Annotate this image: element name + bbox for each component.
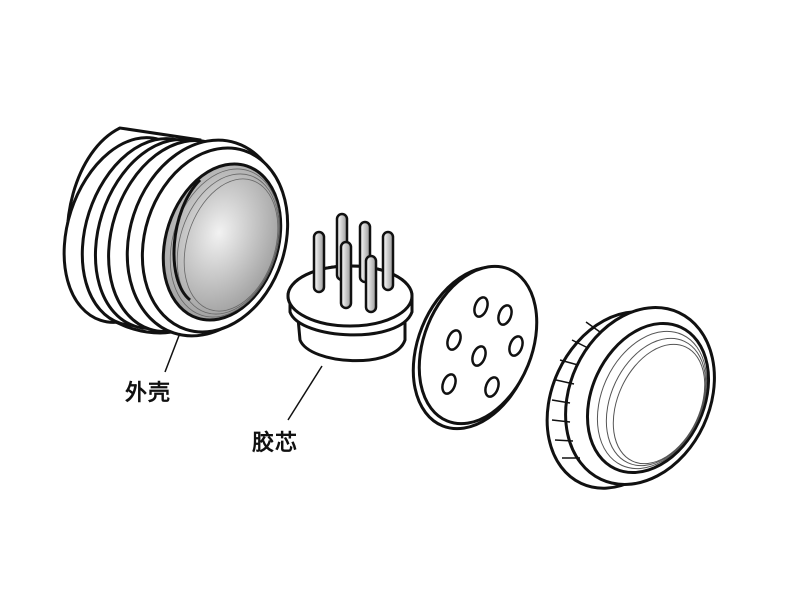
insert-leader-line — [287, 365, 323, 421]
shell-leader-line — [164, 332, 181, 373]
coupling-nut-part — [545, 306, 716, 490]
label-insert: 胶芯 — [252, 431, 299, 456]
seal-disc-part — [411, 264, 539, 431]
insert-part — [286, 212, 414, 363]
label-shell: 外壳 — [125, 381, 172, 406]
shell-part — [62, 126, 290, 338]
